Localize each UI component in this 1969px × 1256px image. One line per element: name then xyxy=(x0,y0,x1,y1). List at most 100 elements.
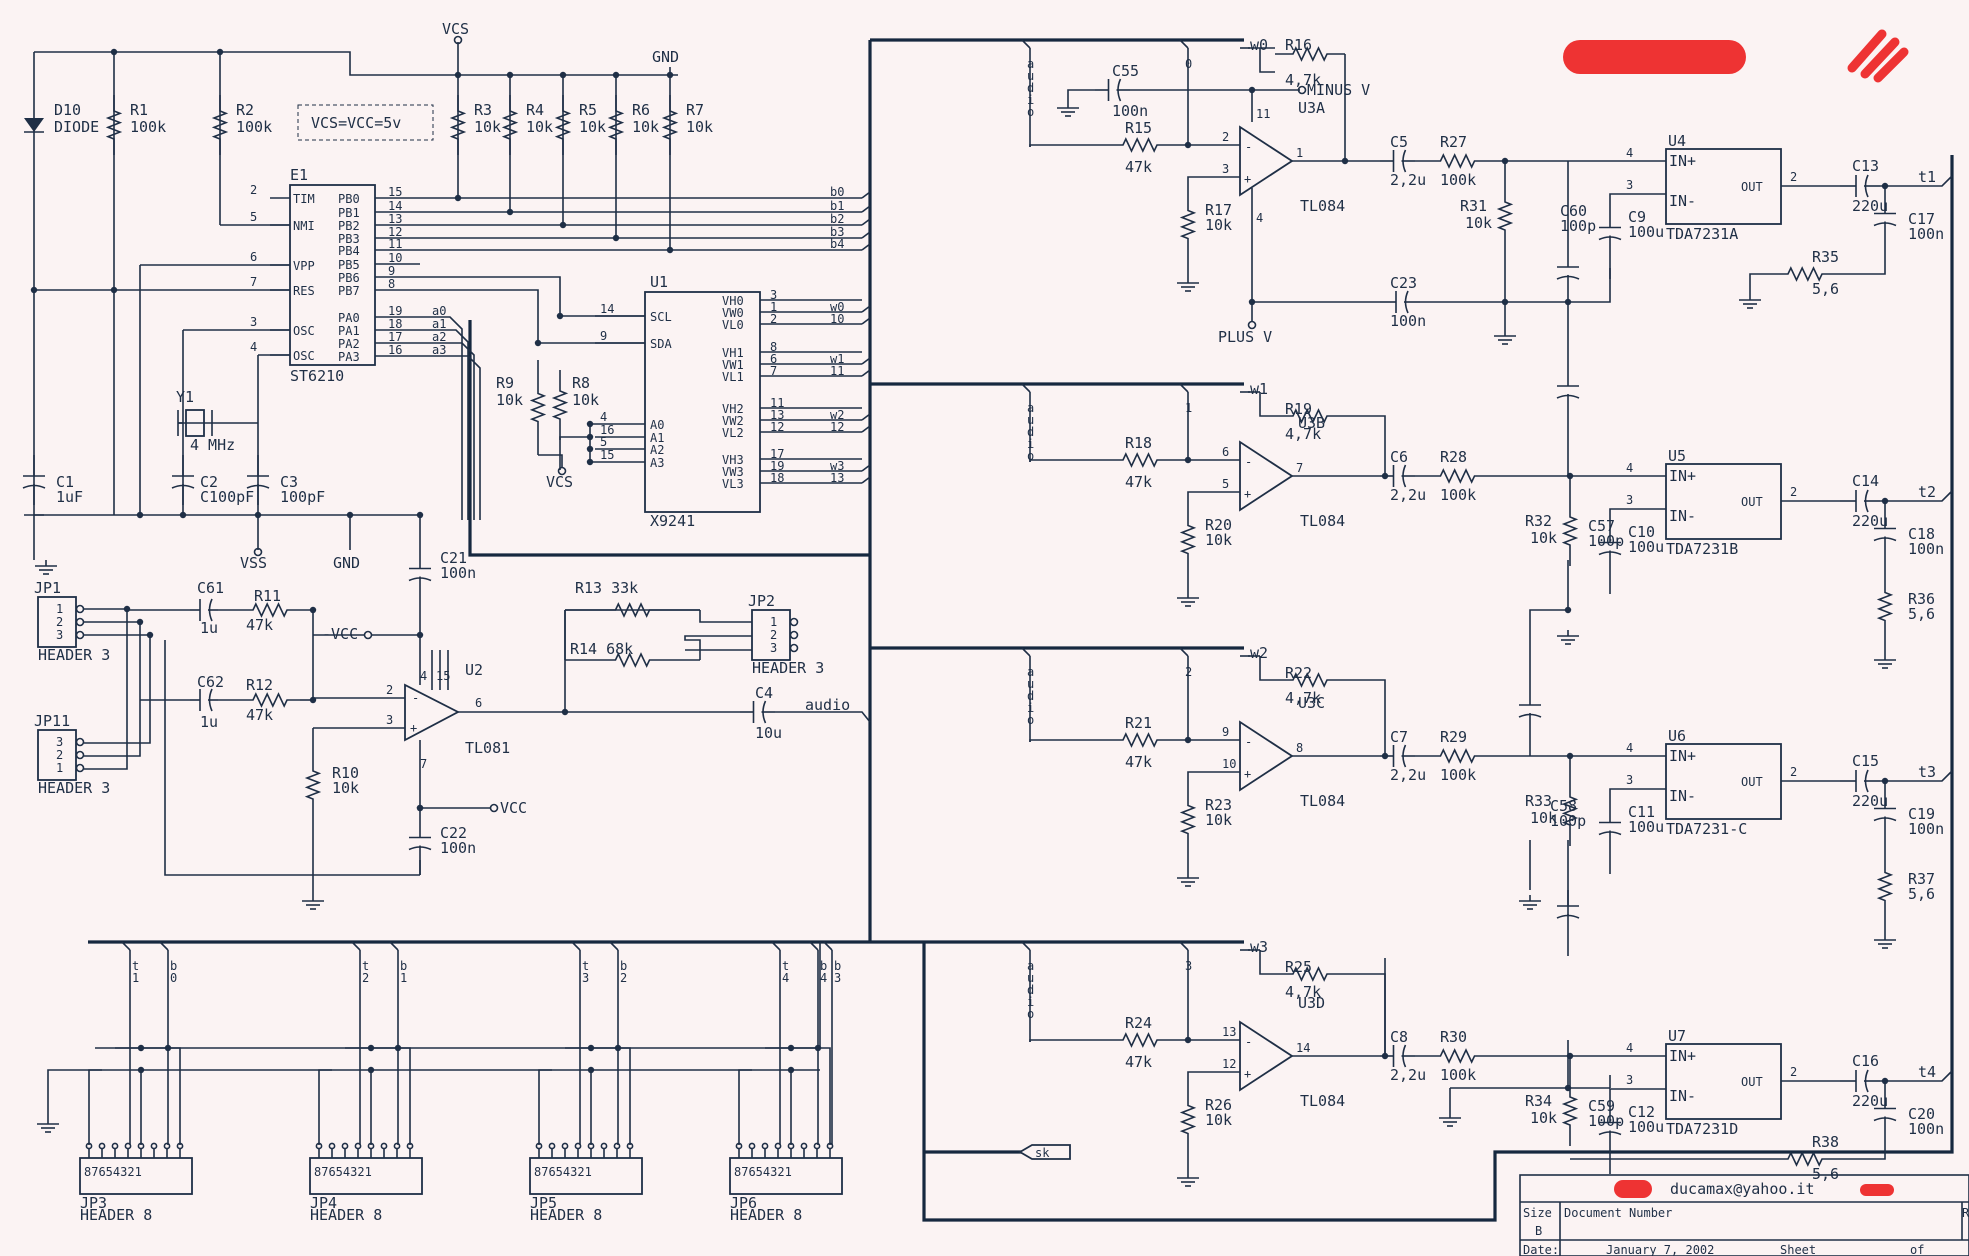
junction-dot xyxy=(1501,298,1509,306)
resistor-zigzag xyxy=(1415,153,1500,169)
resistor-zigzag xyxy=(1179,192,1197,257)
pb-net-label: b1 xyxy=(830,199,844,213)
wire xyxy=(300,609,405,699)
input-capacitor-value: 100u xyxy=(1628,1118,1664,1136)
capacitor-plate xyxy=(1873,817,1897,822)
coupling-capacitor-ref: C6 xyxy=(1390,448,1408,466)
coupling-capacitor xyxy=(1380,464,1415,488)
junction-dot xyxy=(666,71,674,79)
c55-value: 100n xyxy=(1112,102,1148,120)
r6-resistor xyxy=(607,95,625,155)
wire xyxy=(1749,273,1760,294)
power-amp-body xyxy=(1665,743,1782,820)
neg-vcc-label: -VCC xyxy=(322,625,358,643)
r13-label: R13 33k xyxy=(575,579,638,597)
input-capacitor-ref: C12 xyxy=(1628,1103,1655,1121)
zobel-capacitor xyxy=(1873,1081,1897,1144)
junction-dot xyxy=(559,71,567,79)
resistor-zigzag xyxy=(449,95,467,155)
sheet-label: Sheet xyxy=(1780,1243,1816,1256)
opamp-part: TL084 xyxy=(1300,792,1345,810)
date-value: January 7, 2002 xyxy=(1606,1243,1714,1256)
power-amp-part: TDA7231D xyxy=(1666,1120,1738,1138)
wire xyxy=(1259,392,1275,417)
neg-vcc-port xyxy=(363,630,373,640)
u1-pin-number: 7 xyxy=(770,364,777,378)
r1-value: 100k xyxy=(130,118,166,136)
svg-text:+: + xyxy=(410,721,417,735)
redaction-mark xyxy=(1563,40,1746,74)
bias-resistor-value: 10k xyxy=(1205,531,1232,549)
header8-ref: JP5 xyxy=(530,1194,557,1212)
feedback-resistor xyxy=(1275,966,1345,982)
wire xyxy=(400,289,645,344)
power-amp-pin-number: 4 xyxy=(1626,741,1633,755)
header8-body xyxy=(79,1157,193,1195)
input-capacitor xyxy=(1598,1099,1622,1154)
bus-entry xyxy=(861,369,871,377)
r3-value: 10k xyxy=(474,118,501,136)
u1-pin-name: VW3 xyxy=(722,465,744,479)
jp1-pin-number: 3 xyxy=(56,628,63,642)
pin-port xyxy=(75,737,85,747)
jp1-header xyxy=(37,596,77,648)
junction-dot xyxy=(179,511,187,519)
junction-dot xyxy=(586,458,594,466)
zobel-resistor xyxy=(1876,854,1894,919)
capacitor-plate xyxy=(1598,236,1622,241)
feedback-resistor-ref: R22 xyxy=(1285,664,1312,682)
jp11-pin-number: 1 xyxy=(56,761,63,775)
title-block: ducamax@yahoo.it Size B Document Number … xyxy=(1519,1174,1969,1256)
output-capacitor-value: 220u xyxy=(1852,197,1888,215)
series-resistor-value: 100k xyxy=(1440,486,1476,504)
e1-pin-name: OSC xyxy=(293,324,315,338)
coupling-capacitor-value: 2,2u xyxy=(1390,171,1426,189)
wire xyxy=(1345,415,1386,476)
jp11-pin-number: 3 xyxy=(56,735,63,749)
c22-value: 100n xyxy=(440,839,476,857)
c21-value: 100n xyxy=(440,564,476,582)
minus-v-port xyxy=(1297,85,1307,95)
bias-resistor-ref: R17 xyxy=(1205,201,1232,219)
wire xyxy=(84,640,128,770)
c61-ref: C61 xyxy=(197,579,224,597)
e1-pin-number: 8 xyxy=(388,277,395,291)
opamp-pin-number: 8 xyxy=(1296,741,1303,755)
output-net-label: t3 xyxy=(1918,763,1936,781)
bus-entry xyxy=(861,243,871,251)
header8-ref: JP3 xyxy=(80,1194,107,1212)
zobel-resistor-value: 5,6 xyxy=(1908,885,1935,903)
bus-tap-letter: a xyxy=(1027,57,1034,71)
junction-dot xyxy=(1564,606,1572,614)
ground-symbol xyxy=(1557,630,1579,645)
bus-entry xyxy=(351,941,361,951)
r7-value: 10k xyxy=(686,118,713,136)
wire xyxy=(1187,176,1240,192)
e1-pin-number: 11 xyxy=(388,237,402,251)
input-capacitor xyxy=(1598,204,1622,259)
bus-entry xyxy=(1021,39,1031,49)
u1-pot: U1 X9241 14SCL9SDA4A016A15A215A3R910kR81… xyxy=(496,273,871,530)
zobel-resistor-value: 5,6 xyxy=(1908,605,1935,623)
power-amp-pin-number: 2 xyxy=(1790,170,1797,184)
header8-common-net xyxy=(37,942,821,1133)
c23-value: 100n xyxy=(1390,312,1426,330)
e1-pin-number: 3 xyxy=(250,315,257,329)
pa-net xyxy=(400,342,475,520)
header8-pin-numbers: 87654321 xyxy=(534,1165,592,1179)
u1-net-label: 12 xyxy=(830,420,844,434)
opamp-plus: + xyxy=(1244,1067,1251,1081)
pa-net-label: a3 xyxy=(432,343,446,357)
coupling-capacitor xyxy=(1380,149,1415,173)
jp2-part: HEADER 3 xyxy=(752,659,824,677)
header8-pin-port xyxy=(354,1142,362,1150)
date-label: Date: xyxy=(1523,1243,1559,1256)
u1-net-label: 13 xyxy=(830,471,844,485)
bus-tap-letter: u xyxy=(1027,69,1034,83)
feedback-resistor-ref: R25 xyxy=(1285,958,1312,976)
u1-pin-number: 19 xyxy=(770,459,784,473)
capacitor-plate xyxy=(1402,1044,1407,1068)
bus-tap-index: 0 xyxy=(170,971,177,985)
